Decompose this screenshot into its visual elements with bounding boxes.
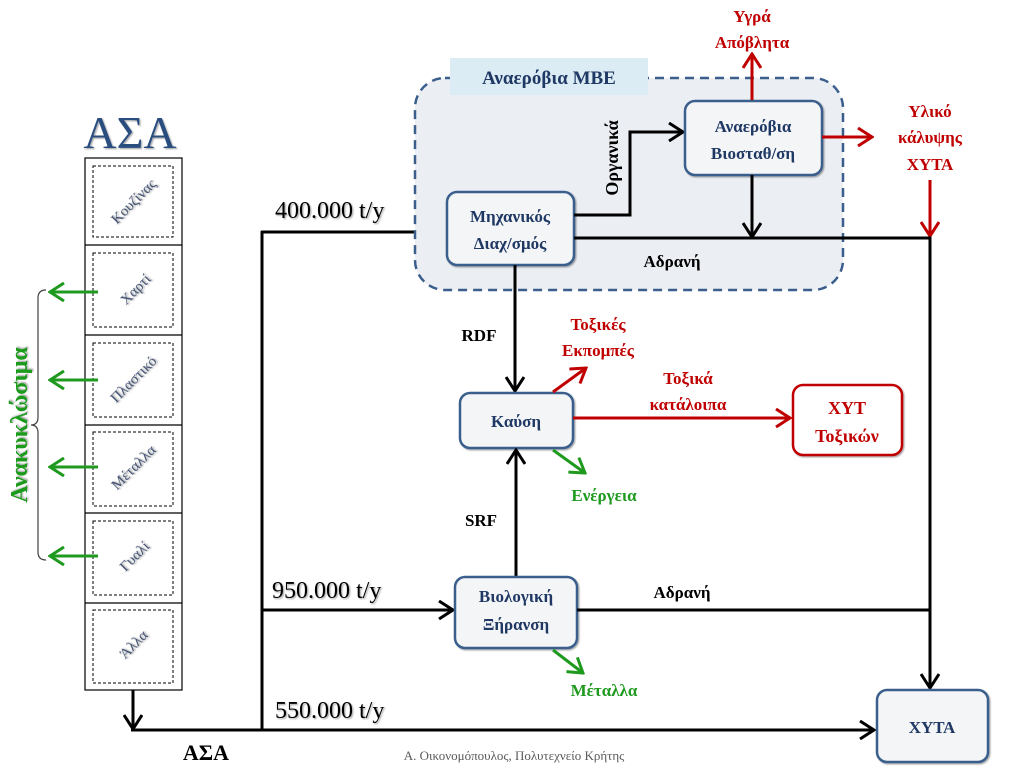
node-biological-drying-line2: Ξήρανση (483, 615, 549, 634)
flow-label-to-mbe: 400.000 t/y (275, 198, 384, 224)
node-anaerobic-stabilization (683, 99, 824, 177)
edge-label-toxic-residues-line2: κατάλοιπα (650, 395, 727, 414)
edge-label-liquid-waste-line2: Απόβλητα (715, 33, 790, 52)
node-incineration-label: Καύση (491, 412, 541, 431)
arrow-organics (574, 132, 683, 217)
flow-label-to-landfill: 550.000 t/y (275, 698, 384, 724)
stack-cell-frame (92, 431, 174, 507)
stack-cell-frame (92, 165, 174, 238)
mbe-group-label-bg (450, 58, 648, 95)
bottom-label-asa: ΑΣΑ (183, 740, 229, 765)
edge-label-metals: Μέταλλα (571, 681, 638, 700)
edge-label-toxic-emissions-line1: Τοξικές (570, 315, 626, 334)
flow-label-to-drying: 950.000 t/y (272, 578, 381, 604)
node-biological-drying (453, 575, 579, 650)
edge-label-landfill-cover-line2: κάλυψης (898, 128, 963, 147)
stack-cell-frame (92, 520, 174, 596)
edge-label-liquid-waste-line1: Υγρά (733, 7, 771, 26)
mbe-group-label: Αναερόβια ΜΒΕ (482, 68, 616, 89)
edge-label-rdf: RDF (462, 326, 497, 345)
node-anaerobic-stabilization-line1: Αναερόβια (715, 117, 792, 136)
arrow-metals (552, 648, 583, 673)
stack-cell-frame (92, 609, 174, 684)
edge-label-landfill-cover-line3: ΧΥΤΑ (907, 155, 954, 174)
node-hazardous-landfill-line2: Τοξικών (815, 426, 879, 447)
arrow-toxic-emissions (552, 368, 586, 394)
footer-credit: Α. Οικονομόπουλος, Πολυτεχνείο Κρήτης (404, 748, 625, 763)
node-hazardous-landfill-line1: ΧΥΤ (828, 398, 866, 418)
node-biological-drying-line1: Βιολογική (479, 587, 553, 606)
recyclables-label: Ανακυκλώσιμα (7, 347, 33, 503)
node-mechanical-sorting-line1: Μηχανικός (470, 207, 551, 226)
node-mechanical-sorting-line2: Διαχ/σμός (474, 234, 547, 253)
recyclables-bracket (30, 289, 47, 561)
arrow-energy (552, 448, 585, 473)
stack-frame (84, 157, 183, 691)
edge-label-inerts-drying: Αδρανή (654, 583, 711, 602)
node-landfill-label: ΧΥΤΑ (909, 718, 956, 737)
edge-label-srf: SRF (465, 511, 497, 530)
edge-label-organics: Οργανικά (602, 120, 622, 195)
node-hazardous-landfill (791, 383, 904, 457)
edge-label-toxic-emissions-line2: Εκπομπές (562, 341, 635, 360)
node-landfill (875, 688, 990, 764)
title-asa: ΑΣΑ (83, 107, 176, 158)
node-mechanical-sorting (445, 190, 576, 267)
waste-composition-stack: Κουζίνας Χαρτί Πλαστικό Μέταλλα Γυαλί Άλ… (84, 157, 183, 691)
edge-label-energy: Ενέργεια (571, 486, 637, 505)
node-anaerobic-stabilization-line2: Βιοσταθ/ση (711, 144, 795, 163)
edge-label-inerts-mbe: Αδρανή (644, 252, 701, 271)
edge-label-landfill-cover-line1: Υλικό (908, 102, 951, 121)
stack-cell-frame (92, 252, 174, 328)
arrow-inerts-mbe-to-landfill (574, 236, 930, 688)
edge-label-toxic-residues-line1: Τοξικά (663, 369, 713, 388)
